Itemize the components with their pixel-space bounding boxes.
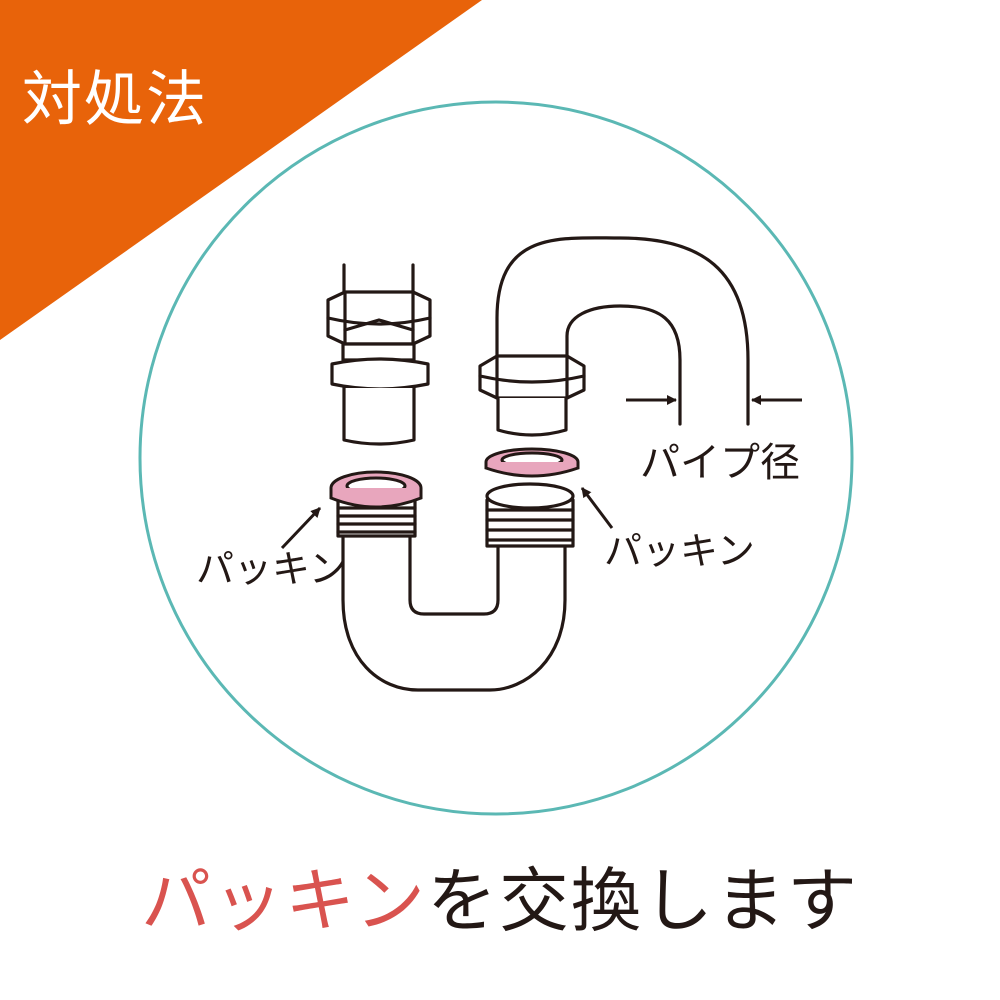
arrow-packing-right: [580, 487, 614, 529]
label-pipe-diameter: パイプ径: [640, 440, 800, 486]
u-trap: [336, 482, 575, 692]
frame-circle: [138, 100, 854, 816]
left-drain-pipe: [326, 263, 432, 446]
corner-title: 対処法: [22, 65, 208, 135]
caption: パッキンを交換します: [0, 866, 1000, 936]
packing-left: [329, 470, 423, 509]
right-return-bend: [478, 236, 750, 437]
packing-right: [484, 447, 580, 478]
label-packing-left: パッキン: [196, 547, 347, 591]
arrow-packing-left: [280, 506, 322, 550]
label-packing-right: パッキン: [604, 529, 755, 573]
caption-text: を交換します: [426, 860, 859, 942]
caption-highlight: パッキン: [141, 860, 427, 942]
